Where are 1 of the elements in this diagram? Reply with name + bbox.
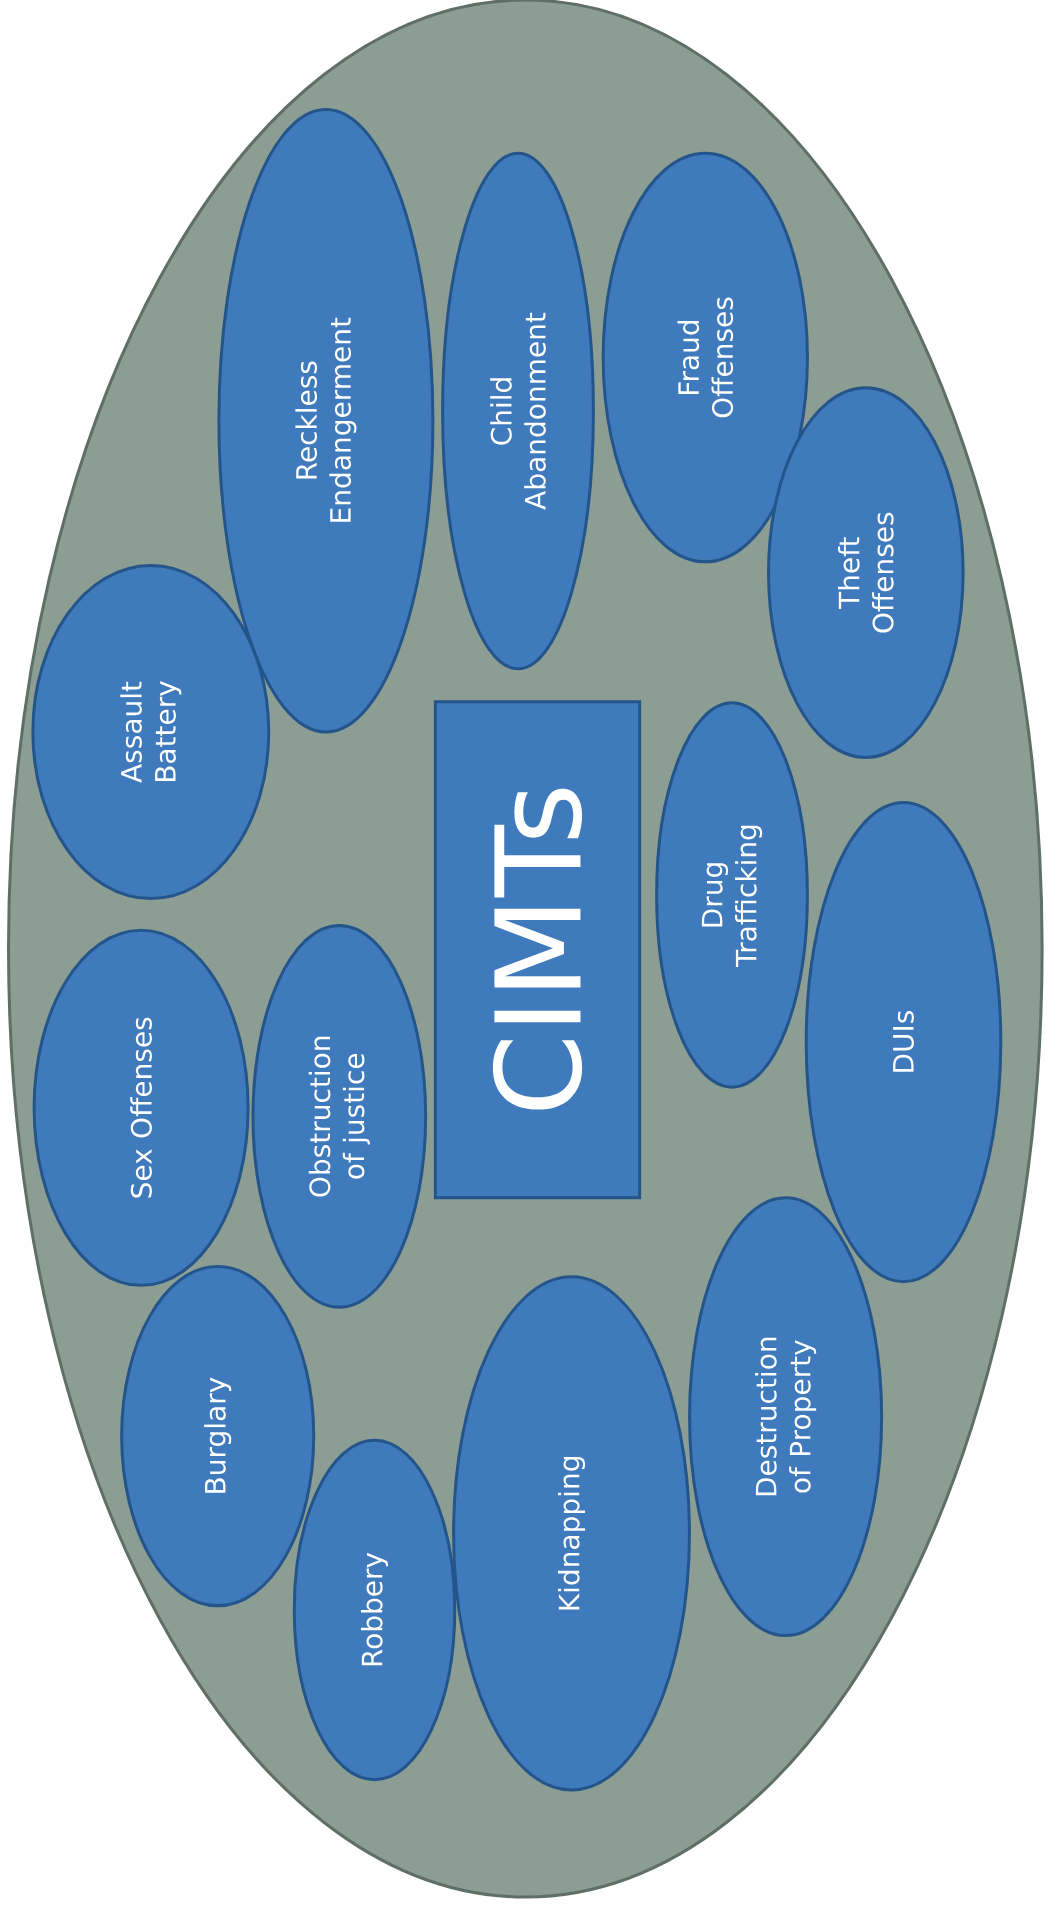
- title-box: CIMTs: [433, 700, 642, 1200]
